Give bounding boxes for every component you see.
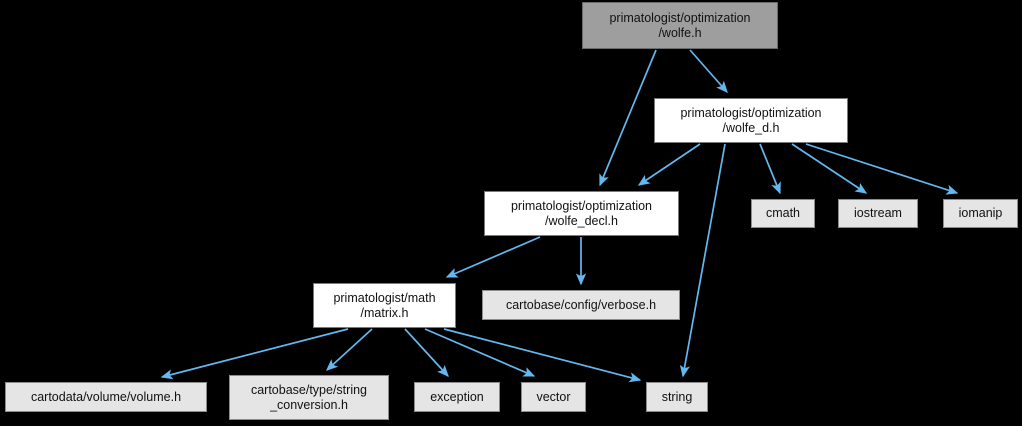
node-volume_h[interactable]: cartodata/volume/volume.h xyxy=(5,382,207,412)
node-label-iomanip: iomanip xyxy=(958,206,1003,220)
node-label-string: string xyxy=(661,389,693,404)
edge-matrix_h-to-vector xyxy=(424,328,536,377)
node-label-string_conversion_h: cartobase/type/string _conversion.h xyxy=(250,382,368,412)
edge-wolfe_d_h-to-iostream xyxy=(791,143,868,194)
node-matrix_h[interactable]: primatologist/math /matrix.h xyxy=(313,283,456,328)
node-cmath[interactable]: cmath xyxy=(751,199,815,228)
node-wolfe_h[interactable]: primatologist/optimization /wolfe.h xyxy=(582,2,778,49)
node-label-iostream: iostream xyxy=(854,206,902,220)
node-wolfe_decl_h[interactable]: primatologist/optimization /wolfe_decl.h xyxy=(484,191,679,236)
node-wolfe_d_h[interactable]: primatologist/optimization /wolfe_d.h xyxy=(654,98,848,143)
node-label-exception: exception xyxy=(430,389,484,404)
edge-wolfe_h-to-wolfe_decl_h xyxy=(599,49,657,187)
edge-wolfe_h-to-wolfe_d_h xyxy=(689,49,728,94)
edge-wolfe_d_h-to-cmath xyxy=(759,143,781,195)
node-string[interactable]: string xyxy=(646,382,708,412)
node-label-wolfe_d_h: primatologist/optimization /wolfe_d.h xyxy=(680,105,822,135)
node-label-vector: vector xyxy=(536,389,571,404)
node-vector[interactable]: vector xyxy=(521,382,586,412)
node-label-volume_h: cartodata/volume/volume.h xyxy=(30,389,182,404)
edge-wolfe_d_h-to-wolfe_decl_h xyxy=(637,143,701,186)
edge-matrix_h-to-volume_h xyxy=(160,328,349,380)
node-verbose_h[interactable]: cartobase/config/verbose.h xyxy=(482,290,680,320)
node-label-cmath: cmath xyxy=(765,206,801,220)
edge-matrix_h-to-string xyxy=(443,328,642,383)
node-iomanip[interactable]: iomanip xyxy=(943,199,1018,228)
node-label-verbose_h: cartobase/config/verbose.h xyxy=(505,297,657,312)
node-label-wolfe_h: primatologist/optimization /wolfe.h xyxy=(609,10,751,40)
edge-wolfe_d_h-to-string xyxy=(679,143,726,378)
node-exception[interactable]: exception xyxy=(414,382,500,412)
edge-matrix_h-to-exception xyxy=(404,328,449,378)
node-iostream[interactable]: iostream xyxy=(838,199,918,228)
node-label-wolfe_decl_h: primatologist/optimization /wolfe_decl.h xyxy=(510,198,653,228)
edge-wolfe_decl_h-to-matrix_h xyxy=(445,236,541,278)
node-string_conversion_h[interactable]: cartobase/type/string _conversion.h xyxy=(229,375,389,420)
edge-matrix_h-to-string_conversion_h xyxy=(325,328,373,371)
node-label-matrix_h: primatologist/math /matrix.h xyxy=(333,290,436,320)
edge-wolfe_d_h-to-iomanip xyxy=(805,143,959,195)
